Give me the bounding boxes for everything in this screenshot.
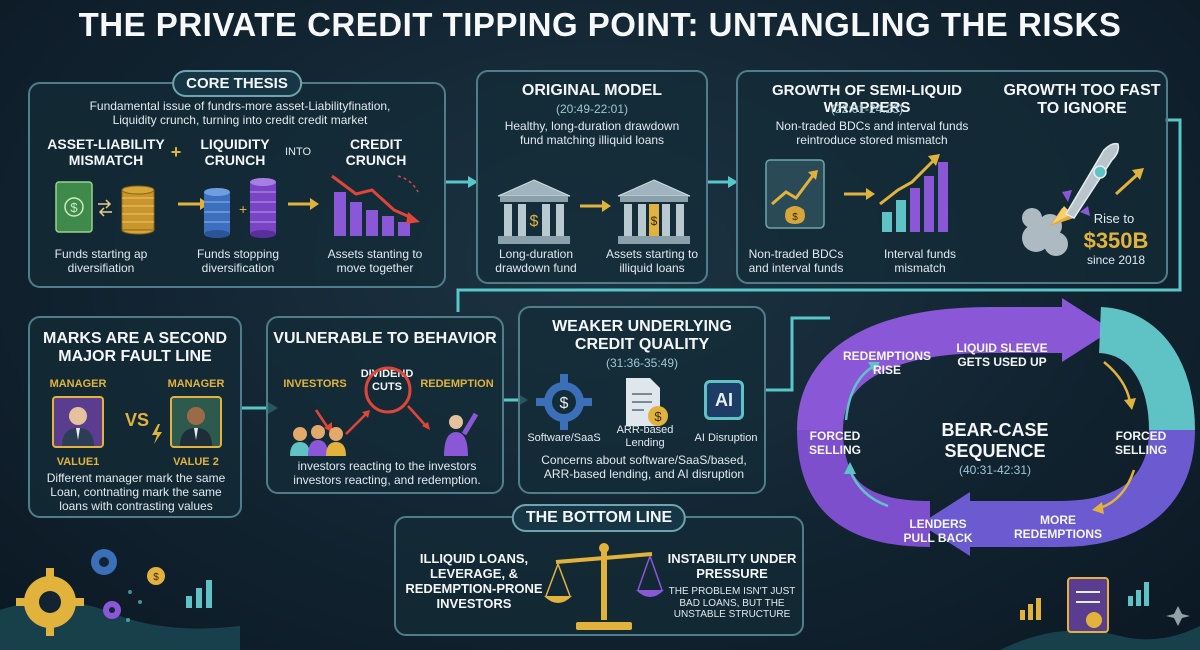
- original-model-title: ORIGINAL MODEL: [521, 82, 663, 99]
- instability-subtitle: THE PROBLEM ISN'T JUST BAD LOANS, BUT TH…: [668, 586, 796, 620]
- forced-selling-left-step: FORCED SELLING: [808, 429, 861, 457]
- software-gear-icon: $: [536, 374, 592, 430]
- arrow-right-icon: [844, 188, 875, 200]
- plus-sign: +: [170, 142, 182, 162]
- since-2018-label: since 2018: [1086, 253, 1146, 267]
- arrow-right-icon: [580, 200, 611, 212]
- arrow-right-icon: [288, 198, 319, 210]
- core-thesis-label: CORE THESIS: [172, 70, 302, 97]
- semi-liquid-description: Non-traded BDCs and interval funds reint…: [775, 119, 969, 147]
- original-model-description: Healthy, long-duration drawdown fund mat…: [504, 119, 680, 147]
- svg-text:$: $: [792, 212, 798, 223]
- money-bag-growth-icon: $: [765, 159, 825, 229]
- lightning-icon: [152, 424, 162, 444]
- marks-title: MARKS ARE A SECOND MAJOR FAULT LINE: [42, 330, 227, 365]
- forced-selling-right-step: FORCED SELLING: [1114, 429, 1167, 457]
- manager-label-right: MANAGER: [167, 378, 225, 390]
- semi-liquid-title: GROWTH OF SEMI-LIQUID WRAPPERS: [772, 82, 962, 116]
- rocket-icon: [1022, 142, 1144, 256]
- bear-case-cycle-arrows: [797, 298, 1195, 556]
- interval-funds-caption: Interval funds mismatch: [883, 247, 957, 275]
- growth-too-fast-title: GROWTH TOO FAST TO IGNORE: [1003, 82, 1161, 118]
- balance-scale-icon: [544, 543, 664, 630]
- bottom-line-label: THE BOTTOM LINE: [511, 504, 687, 532]
- weaker-credit-timestamp: (31:36-35:49): [605, 356, 679, 370]
- credit-crunch-heading: CREDIT CRUNCH: [345, 136, 407, 169]
- liquid-sleeve-step: LIQUID SLEEVE GETS USED UP: [956, 341, 1048, 369]
- bottom-line-left-text: ILLIQUID LOANS, LEVERAGE, & REDEMPTION-P…: [405, 551, 543, 611]
- bear-case-line-2: SEQUENCE: [944, 440, 1046, 461]
- gears-decoration-icon: $: [0, 549, 240, 650]
- page-title: THE PRIVATE CREDIT TIPPING POINT: UNTANG…: [78, 6, 1122, 43]
- svg-text:$: $: [530, 213, 539, 230]
- behavior-description: investors reacting to the investors inve…: [293, 459, 481, 487]
- svg-text:$: $: [153, 572, 159, 583]
- instability-title: INSTABILITY UNDER PRESSURE: [667, 551, 797, 581]
- weaker-credit-title: WEAKER UNDERLYING CREDIT QUALITY: [552, 318, 732, 353]
- redemptions-rise-step: REDEMPTIONS RISE: [842, 349, 931, 377]
- svg-text:$: $: [560, 395, 569, 412]
- original-model-panel: ORIGINAL MODEL (20:49-22:01) Healthy, lo…: [476, 70, 708, 284]
- asset-liability-heading: ASSET-LIABILITY MISMATCH: [47, 136, 165, 169]
- bottom-line-panel: THE BOTTOM LINE ILLIQUID LOANS, LEVERAGE…: [394, 504, 804, 636]
- investors-label: INVESTORS: [283, 378, 347, 390]
- core-thesis-panel: CORE THESIS Fundamental issue of fundrs-…: [28, 70, 446, 288]
- weaker-credit-panel: WEAKER UNDERLYING CREDIT QUALITY (31:36-…: [518, 306, 766, 494]
- dividend-cuts-label: DIVIDEND CUTS: [360, 368, 414, 393]
- svg-text:$: $: [70, 200, 78, 215]
- falling-bars-icon: [331, 174, 420, 236]
- non-traded-bdcs-caption: Non-traded BDCs and interval funds: [748, 247, 844, 275]
- bear-case-timestamp: (40:31-42:31): [958, 463, 1032, 477]
- svg-text:$: $: [654, 409, 662, 424]
- rise-amount: $350B: [1083, 228, 1149, 253]
- into-label: INTO: [284, 146, 312, 158]
- funds-stopping-caption: Funds stopping diversification: [196, 247, 280, 275]
- illiquid-loans-caption: Assets starting to illiquid loans: [605, 247, 699, 275]
- bank-loans-icon: $: [617, 179, 691, 244]
- vs-label: VS: [124, 410, 149, 430]
- semi-liquid-panel: GROWTH OF SEMI-LIQUID WRAPPERS (22:01-24…: [736, 70, 1168, 284]
- investor-reaction-icon: [290, 366, 479, 456]
- liquidity-crunch-heading: LIQUIDITY CRUNCH: [200, 136, 270, 169]
- lenders-pull-back-step: LENDERS PULL BACK: [903, 517, 973, 545]
- funds-diversification-caption: Funds starting ap diversifiation: [54, 247, 148, 275]
- manager-label-left: MANAGER: [49, 378, 107, 390]
- arr-lending-label: ARR-based Lending: [616, 424, 674, 449]
- bear-case-title: BEAR-CASE SEQUENCE: [920, 420, 1070, 461]
- marks-panel: MARKS ARE A SECOND MAJOR FAULT LINE MANA…: [28, 316, 242, 518]
- money-coins-icon: $: [55, 181, 155, 235]
- value-2-label: VALUE 2: [173, 456, 219, 468]
- original-model-timestamp: (20:49-22:01): [555, 102, 629, 116]
- rising-bars-icon: [879, 154, 948, 232]
- ai-chip-icon: AI: [704, 380, 744, 420]
- document-chart-decoration-icon: [1000, 577, 1200, 650]
- more-redemptions-step: MORE REDEMPTIONS: [1013, 513, 1102, 541]
- assets-together-caption: Assets stanting to move together: [327, 247, 423, 275]
- long-duration-caption: Long-duration drawdown fund: [495, 247, 577, 275]
- manager-avatar-icon: [52, 396, 104, 448]
- core-thesis-description: Fundamental issue of fundrs-more asset-L…: [89, 99, 391, 127]
- manager-avatar-icon: [170, 396, 222, 448]
- weaker-credit-description: Concerns about software/SaaS/based, ARR-…: [541, 453, 747, 481]
- rise-label: Rise to: [1093, 211, 1135, 226]
- svg-text:$: $: [651, 214, 658, 228]
- behavior-panel: VULNERABLE TO BEHAVIOR INVESTORS DIVIDEN…: [266, 316, 504, 494]
- document-coin-icon: $: [626, 378, 668, 426]
- software-saas-label: Software/SaaS: [527, 432, 601, 444]
- bank-building-icon: $: [497, 179, 571, 244]
- value-1-label: VALUE1: [56, 456, 100, 468]
- semi-liquid-timestamp: (22:01-24:23): [830, 102, 904, 116]
- redemption-label: REDEMPTION: [420, 378, 494, 390]
- bear-case-line-1: BEAR-CASE: [941, 420, 1049, 440]
- svg-text:+: +: [239, 201, 247, 217]
- behavior-title: VULNERABLE TO BEHAVIOR: [273, 330, 497, 347]
- coin-stacks-icon: +: [204, 178, 276, 238]
- ai-disruption-label: AI Disruption: [694, 432, 758, 444]
- marks-description: Different manager mark the same Loan, co…: [46, 471, 226, 513]
